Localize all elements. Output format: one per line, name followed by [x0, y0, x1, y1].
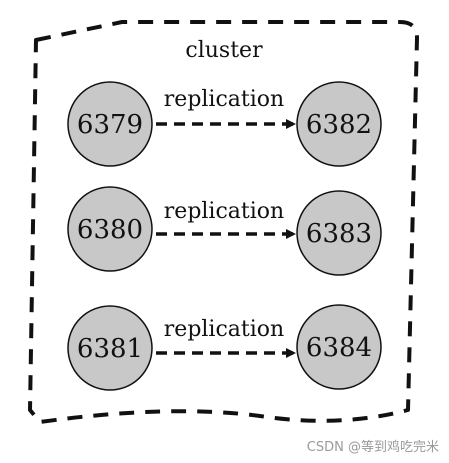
replica-node-1: [296, 81, 382, 167]
master-node-2-label: 6380: [77, 215, 143, 245]
watermark: CSDN @等到鸡吃完米: [306, 440, 439, 455]
master-node-1: [67, 81, 153, 167]
replication-label-3: replication: [164, 317, 284, 342]
replica-node-2-label: 6383: [306, 219, 372, 249]
master-node-3: [67, 305, 153, 391]
cluster-label: cluster: [185, 38, 263, 63]
replica-node-3: [296, 304, 382, 390]
replication-pair-1: 6379 replication 6382: [67, 81, 382, 167]
master-node-3-label: 6381: [77, 334, 143, 364]
replication-label-2: replication: [164, 199, 284, 224]
cluster-boundary: [28, 20, 419, 424]
replication-pair-2: 6380 replication 6383: [67, 186, 382, 276]
replication-label-1: replication: [164, 87, 284, 112]
replica-node-1-label: 6382: [306, 110, 372, 140]
replica-node-3-label: 6384: [306, 333, 372, 363]
replica-node-2: [296, 190, 382, 276]
master-node-1-label: 6379: [77, 110, 143, 140]
replication-pair-3: 6381 replication 6384: [67, 304, 382, 391]
master-node-2: [67, 186, 153, 272]
